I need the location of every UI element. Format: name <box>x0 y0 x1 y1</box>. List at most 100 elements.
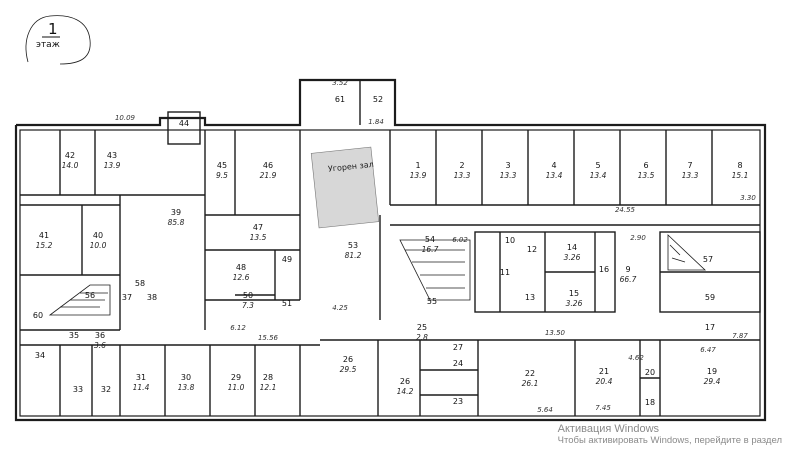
room-number: 6 <box>643 161 648 170</box>
dimension-label: 3.52 <box>332 79 348 87</box>
room-area: 12.1 <box>260 383 277 392</box>
room-number: 27 <box>453 343 463 352</box>
room-number: 35 <box>69 331 79 340</box>
dimension-label: 24.55 <box>615 206 636 214</box>
room-number: 48 <box>236 263 246 272</box>
room-number: 33 <box>73 385 83 394</box>
room-area: 3.6 <box>94 341 106 350</box>
room-number: 11 <box>500 268 510 277</box>
room-area: 13.3 <box>454 171 471 180</box>
room-area: 21.9 <box>260 171 277 180</box>
windows-activation-watermark: Активация Windows Чтобы активировать Win… <box>558 423 782 446</box>
room-number: 39 <box>171 208 181 217</box>
room-area: 26.1 <box>522 379 539 388</box>
room-number: 23 <box>453 397 463 406</box>
room-number: 45 <box>217 161 227 170</box>
dimension-label: 4.62 <box>628 354 644 362</box>
room-number: 34 <box>35 351 45 360</box>
room-number: 13 <box>525 293 535 302</box>
room-area: 12.6 <box>233 273 250 282</box>
room-area: 15.2 <box>36 241 53 250</box>
room-number: 29 <box>231 373 241 382</box>
dimension-labels: 10.09 24.55 13.50 6.47 7.87 4.62 5.64 7.45 3.52 1… <box>115 79 756 414</box>
dimension-label: 5.64 <box>537 406 553 414</box>
room-area: 13.5 <box>638 171 655 180</box>
room-number: 25 <box>417 323 427 332</box>
floor-stamp: 1 этаж <box>25 15 91 65</box>
room-number: 18 <box>645 398 655 407</box>
room-area: 13.9 <box>104 161 121 170</box>
room-area: 29.4 <box>704 377 721 386</box>
room-area: 85.8 <box>168 218 185 227</box>
dimension-label: 4.25 <box>332 304 348 312</box>
room-area: 13.8 <box>178 383 195 392</box>
room-number: 9 <box>625 265 630 274</box>
room-labels: 113.9213.3313.3413.4513.4613.5713.3815.1… <box>0 0 748 407</box>
room-number: 10 <box>505 236 515 245</box>
room-number: 20 <box>645 368 655 377</box>
room-area: 9.5 <box>216 171 228 180</box>
room-number: 4 <box>551 161 556 170</box>
room-number: 54 <box>425 235 435 244</box>
room-area: 13.3 <box>682 171 699 180</box>
room-number: 15 <box>569 289 579 298</box>
dimension-label: 3.30 <box>740 194 756 202</box>
room-number: 22 <box>525 369 535 378</box>
room-number: 8 <box>737 161 742 170</box>
room-number: 24 <box>453 359 463 368</box>
room-area: 10.0 <box>90 241 107 250</box>
room-area: 20.4 <box>596 377 613 386</box>
room-number: 40 <box>93 231 103 240</box>
room-area: 13.9 <box>410 171 427 180</box>
room-area: 14.2 <box>397 387 414 396</box>
hall-sticker: Угорен зал <box>310 146 380 229</box>
room-number: 61 <box>335 95 345 104</box>
room-number: 60 <box>33 311 43 320</box>
dimension-label: 15.56 <box>258 334 279 342</box>
floor-number: 1 <box>48 20 58 38</box>
room-number: 17 <box>705 323 715 332</box>
dimension-label: 6.02 <box>452 236 468 244</box>
room-number: 16 <box>599 265 609 274</box>
room-number: 59 <box>705 293 715 302</box>
room-number: 42 <box>65 151 75 160</box>
room-area: 13.4 <box>590 171 607 180</box>
dimension-label: 6.12 <box>230 324 246 332</box>
dimension-label: 7.87 <box>732 332 748 340</box>
room-number: 37 <box>122 293 132 302</box>
stairs <box>48 234 707 316</box>
room-number: 43 <box>107 151 117 160</box>
room-number: 57 <box>703 255 713 264</box>
room-area: 14.0 <box>62 161 79 170</box>
dimension-label: 7.45 <box>595 404 611 412</box>
room-number: 3 <box>505 161 510 170</box>
room-number: 55 <box>427 297 437 306</box>
room-number: 53 <box>348 241 358 250</box>
room-area: 15.1 <box>732 171 749 180</box>
room-number: 47 <box>253 223 263 232</box>
room-number: 30 <box>181 373 191 382</box>
room-area: 29.5 <box>340 365 357 374</box>
room-number: 49 <box>282 255 292 264</box>
room-number: 14 <box>567 243 577 252</box>
room-area: 7.3 <box>242 301 254 310</box>
room-area: 13.4 <box>546 171 563 180</box>
room-area: 13.5 <box>250 233 267 242</box>
room-area: 11.0 <box>228 383 245 392</box>
room-number: 46 <box>263 161 273 170</box>
dimension-label: 10.09 <box>115 114 136 122</box>
room-number: 44 <box>179 119 189 128</box>
room-number: 28 <box>263 373 273 382</box>
room-number: 56 <box>85 291 95 300</box>
dimension-label: 13.50 <box>545 329 566 337</box>
room-number: 32 <box>101 385 111 394</box>
room-area: 3.26 <box>566 299 583 308</box>
room-area: 2.8 <box>416 333 428 342</box>
room-area: 13.3 <box>500 171 517 180</box>
room-number: 51 <box>282 299 292 308</box>
dimension-label: 6.47 <box>700 346 716 354</box>
watermark-title: Активация Windows <box>557 423 660 435</box>
room-number: 12 <box>527 245 537 254</box>
watermark-subtitle: Чтобы активировать Windows, перейдите в … <box>557 435 782 446</box>
